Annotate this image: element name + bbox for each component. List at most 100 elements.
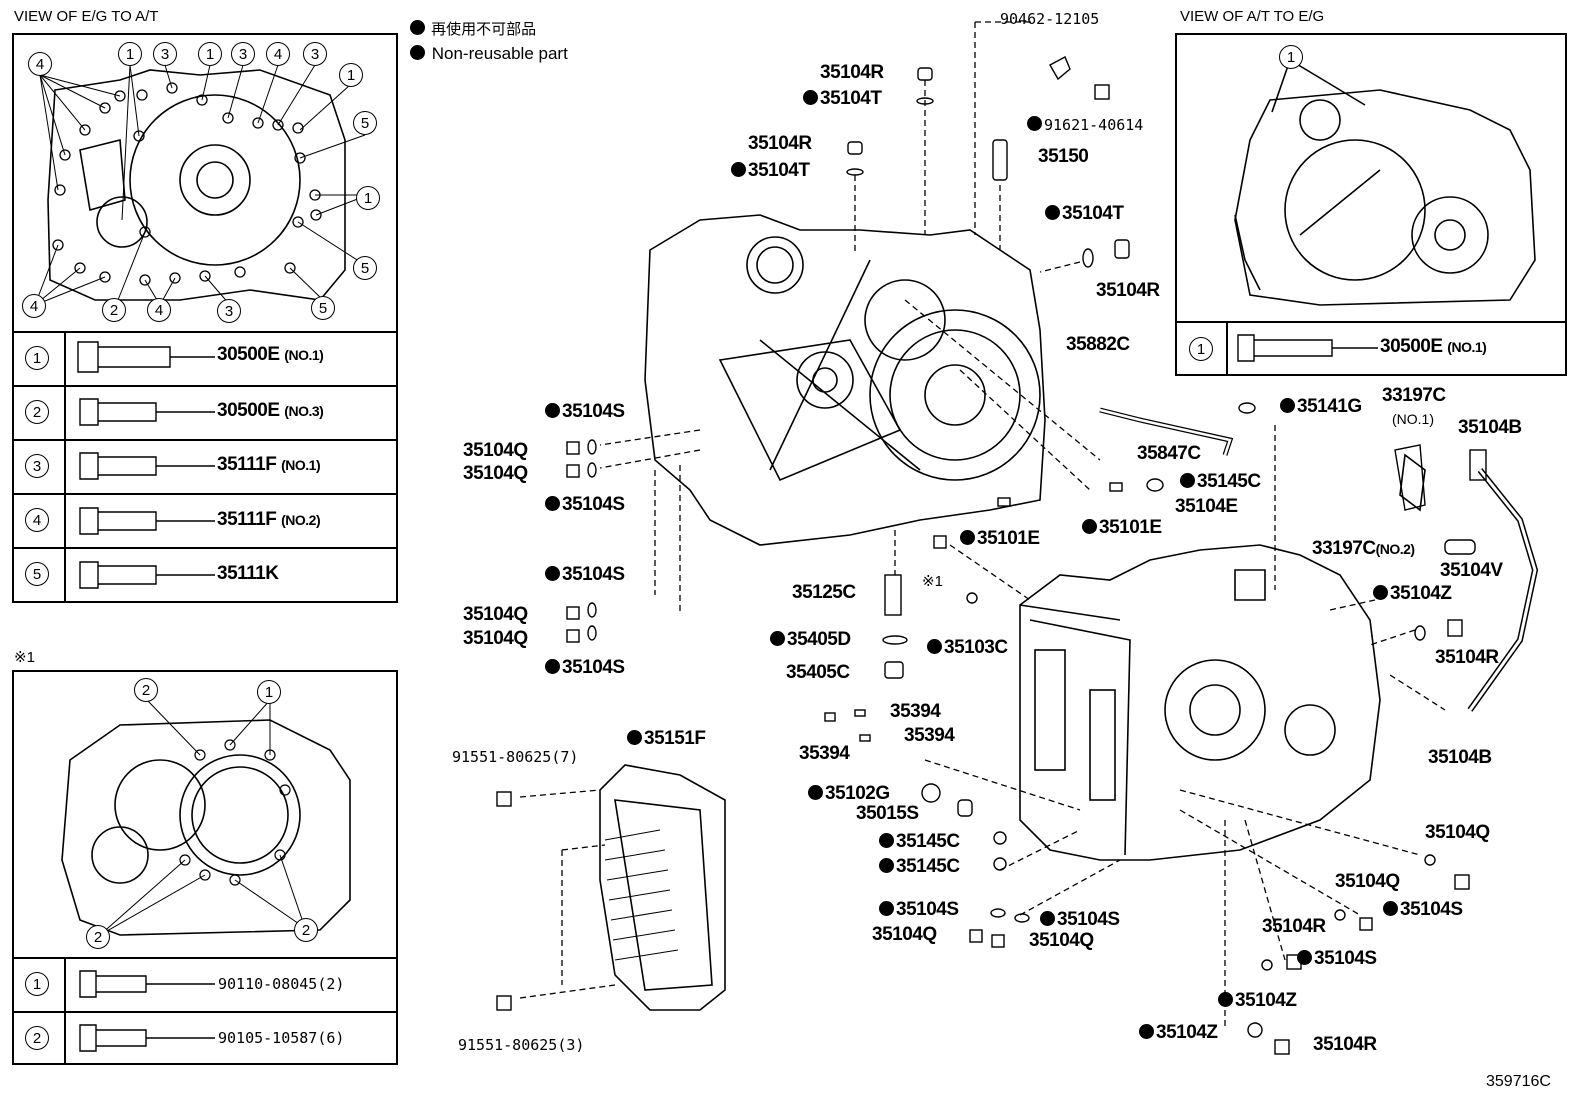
part-label: 35104T (803, 88, 882, 110)
oil-pan-drawing (599, 764, 726, 1011)
callout-4: 4 (28, 52, 52, 76)
part-label: 35104Q (1029, 930, 1094, 951)
part-label: 35102G (808, 783, 890, 805)
part-label: 35145C (879, 831, 960, 853)
part-label: 35104Z (1373, 583, 1452, 605)
callout-1: 1 (339, 63, 363, 87)
part-label: 35101E (1082, 517, 1162, 539)
part-label: 35125C (792, 582, 856, 603)
table-row-number: 1 (25, 346, 49, 370)
callout-4: 4 (22, 294, 46, 318)
oil-hose-drawing (1399, 453, 1539, 712)
part-label: 35104S (879, 899, 959, 921)
part-label: 35104R (1096, 280, 1160, 301)
callout-3: 3 (231, 42, 255, 66)
part-label: 35104E (1175, 496, 1238, 517)
part-label: 35104Q (463, 604, 528, 625)
part-label: 35104Z (1218, 990, 1297, 1012)
table-row-number: 5 (25, 562, 49, 586)
callout-5: 5 (353, 256, 377, 280)
panel-right-title: VIEW OF A/T TO E/G (1180, 8, 1325, 25)
part-label: 91551-80625(3) (458, 1036, 585, 1054)
transaxle-housing-drawing (644, 214, 1046, 546)
part-label: 35405C (786, 662, 850, 683)
part-label: 90462-12105 (1000, 10, 1100, 28)
callout-1: 1 (1279, 45, 1303, 69)
callout-1: 1 (118, 42, 142, 66)
callout-5: 5 (311, 296, 335, 320)
part-number: 35111K (217, 563, 279, 584)
part-label: 35104Q (463, 440, 528, 461)
table-row-number: 2 (25, 400, 49, 424)
part-label: 35104S (1297, 948, 1377, 970)
part-label: 35104Z (1139, 1022, 1218, 1044)
part-number: 35111F (NO.1) (217, 454, 321, 475)
legend-jp: 再使用不可部品 (410, 18, 536, 39)
part-label: 35104Q (1425, 822, 1490, 843)
part-label: 35104S (545, 564, 625, 586)
callout-1: 1 (356, 186, 380, 210)
part-label: 35882C (1066, 334, 1130, 355)
part-label: 35151F (627, 728, 706, 750)
part-label: 35104Q (1335, 871, 1400, 892)
left-table-bolts (77, 341, 215, 589)
part-label: 33197C (1382, 385, 1446, 406)
table-row-number: 1 (1189, 337, 1213, 361)
callout-3: 3 (153, 42, 177, 66)
part-label: 35104Q (463, 463, 528, 484)
part-label: 35104V (1440, 560, 1503, 581)
table-row-number: 2 (25, 1026, 49, 1050)
part-label: 35150 (1038, 146, 1089, 167)
part-label: 35104S (1383, 899, 1463, 921)
bottom-table-bolts (79, 970, 215, 1052)
panel-left-title: VIEW OF E/G TO A/T (14, 8, 159, 25)
table-row-number: 4 (25, 508, 49, 532)
part-label: 35104R (1262, 916, 1326, 937)
part-label: 35141G (1280, 396, 1362, 418)
part-label: 35103C (927, 637, 1008, 659)
callout-2: 2 (134, 678, 158, 702)
callout-2: 2 (86, 925, 110, 949)
part-label: 35405D (770, 629, 851, 651)
legend-en: Non-reusable part (410, 44, 568, 64)
right-panel (1175, 33, 1567, 376)
part-label: ※1 (922, 573, 943, 590)
small-parts (496, 56, 1487, 1055)
part-label: 35104S (545, 657, 625, 679)
callout-1: 1 (257, 680, 281, 704)
part-label: 35394 (904, 725, 955, 746)
part-number: 90105-10587(6) (218, 1029, 345, 1047)
transaxle-case-drawing (1019, 544, 1381, 861)
non-reusable-bullet-icon (410, 20, 425, 35)
part-label: 35104T (731, 160, 810, 182)
part-label: (NO.1) (1392, 411, 1434, 427)
note-mark: ※1 (14, 649, 35, 666)
part-label: 35104R (1313, 1034, 1377, 1055)
part-number: 30500E (NO.1) (217, 344, 324, 365)
part-label: 35145C (879, 856, 960, 878)
part-label: 35847C (1137, 443, 1201, 464)
note1-panel (12, 670, 398, 1065)
part-label: 35015S (856, 803, 919, 824)
callout-2: 2 (102, 298, 126, 322)
table-row-number: 3 (25, 454, 49, 478)
part-label: 35104B (1428, 747, 1492, 768)
table-row-number: 1 (25, 972, 49, 996)
part-label: 35104R (820, 62, 884, 83)
part-label: 35394 (799, 743, 850, 764)
callout-2: 2 (294, 918, 318, 942)
part-number: 35111F (NO.2) (217, 509, 321, 530)
part-label: 91551-80625(7) (452, 748, 579, 766)
part-label: 35104S (545, 401, 625, 423)
callout-3: 3 (217, 299, 241, 323)
part-number: 30500E (NO.1) (1380, 336, 1487, 357)
callout-1: 1 (198, 42, 222, 66)
diagram-code: 359716C (1486, 1073, 1551, 1090)
part-label: 35104R (748, 133, 812, 154)
part-label: 33197C(NO.2) (1312, 538, 1415, 559)
at-to-eg-view-drawing (1234, 59, 1536, 306)
left-panel (12, 33, 398, 603)
leader-lines (519, 21, 1446, 1030)
part-label: 35104B (1458, 417, 1522, 438)
callout-5: 5 (353, 111, 377, 135)
